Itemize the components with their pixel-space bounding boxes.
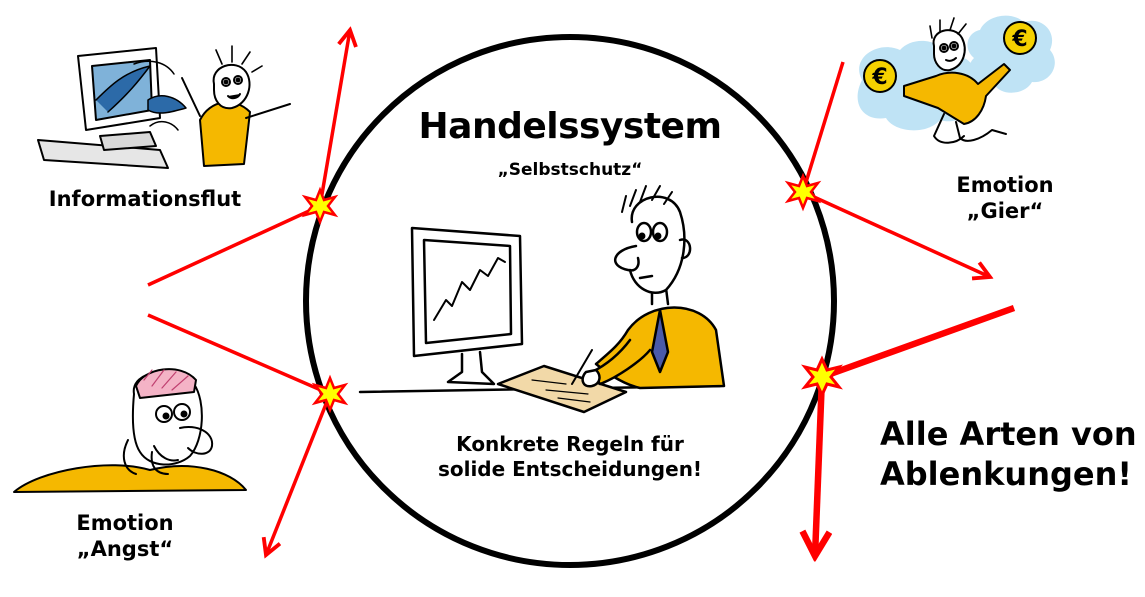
emotion-greed-label: Emotion „Gier“: [920, 172, 1090, 225]
distractions-label: Alle Arten von Ablenkungen!: [880, 414, 1140, 494]
svg-text:€: €: [1011, 27, 1027, 52]
impact-star-distractions: [801, 355, 843, 399]
fear-arrow: [147, 313, 332, 555]
distractions-line-1: Alle Arten von: [880, 415, 1137, 453]
emotion-greed-line-2: „Gier“: [966, 199, 1044, 224]
impact-star-greed: [784, 172, 822, 212]
diagram-title: Handelssystem: [418, 106, 722, 147]
trader-at-monitor-illustration: [358, 185, 726, 414]
diagram-subtitle: „Selbstschutz“: [497, 160, 643, 180]
distractions-line-2: Ablenkungen!: [880, 455, 1132, 493]
emotion-fear-label: Emotion „Angst“: [40, 510, 210, 563]
center-statement: Konkrete Regeln für solide Entscheidunge…: [420, 432, 720, 482]
trading-system-circle: [303, 34, 837, 568]
impact-star-fear: [311, 374, 349, 414]
greed-arrow: [801, 61, 990, 277]
center-statement-line-1: Konkrete Regeln für: [456, 432, 684, 456]
svg-text:€: €: [871, 65, 887, 90]
information-flood-illustration: [37, 45, 291, 169]
fear-illustration: [13, 368, 247, 493]
greed-illustration: € €: [857, 15, 1055, 144]
emotion-fear-line-2: „Angst“: [76, 537, 174, 562]
information-flood-label: Informationsflut: [48, 187, 242, 211]
emotion-greed-line-1: Emotion: [956, 173, 1054, 197]
impact-star-info: [301, 186, 339, 226]
information-flood-arrow: [147, 30, 350, 287]
center-statement-line-2: solide Entscheidungen!: [437, 457, 703, 481]
emotion-fear-line-1: Emotion: [76, 511, 174, 535]
distractions-arrow: [815, 304, 1016, 556]
